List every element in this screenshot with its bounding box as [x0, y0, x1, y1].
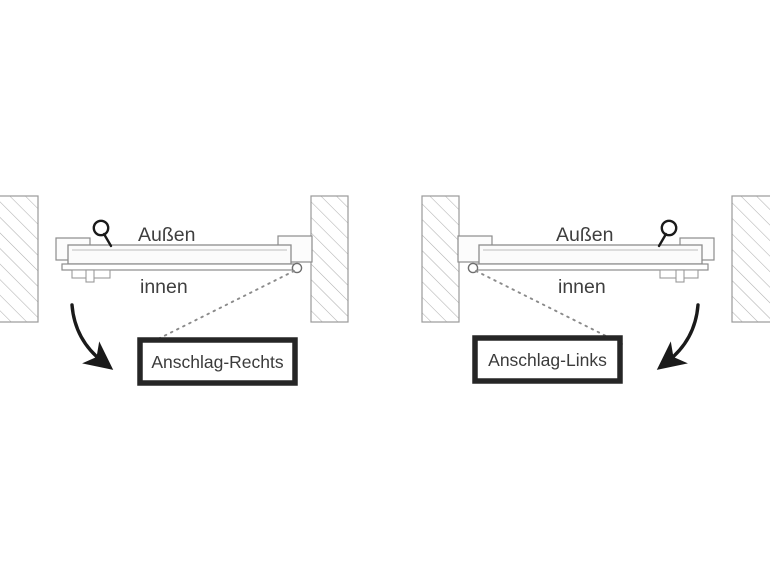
handle-loop-icon	[657, 219, 678, 248]
door-seal-strip	[470, 263, 709, 271]
wall-hatch-icon	[731, 195, 770, 323]
door-seal-strip	[61, 263, 300, 271]
anschlag-links-panel: Außen innen Anschlag-Links	[421, 195, 770, 384]
outside-label: Außen	[556, 224, 613, 246]
door-leaf	[67, 244, 292, 265]
hinge-pivot-icon	[467, 262, 479, 274]
callout-anschlag-rechts[interactable]: Anschlag-Rechts	[137, 337, 298, 386]
latch-detail	[71, 269, 111, 283]
callout-label: Anschlag-Rechts	[151, 352, 284, 372]
inside-label: innen	[558, 276, 606, 298]
callout-box[interactable]	[472, 335, 623, 384]
wall-right	[731, 195, 770, 323]
hinge-pivot-icon	[291, 262, 303, 274]
wall-hatch-icon	[421, 195, 460, 323]
wall-hatch-icon	[0, 195, 39, 323]
wall-left	[0, 195, 39, 323]
anschlag-rechts-panel: Außen innen Anschlag-Rechts	[0, 195, 349, 386]
outside-label: Außen	[138, 224, 195, 246]
callout-box[interactable]	[137, 337, 298, 386]
callout-anschlag-links[interactable]: Anschlag-Links	[472, 335, 623, 384]
inside-label: innen	[140, 276, 188, 298]
handle-loop-icon	[92, 219, 113, 248]
door-leaf	[478, 244, 703, 265]
latch-detail	[659, 269, 699, 283]
wall-left	[421, 195, 460, 323]
swing-arrow-icon	[656, 303, 700, 370]
wall-right	[310, 195, 349, 323]
callout-label: Anschlag-Links	[488, 350, 607, 370]
leader-line-icon	[147, 270, 295, 345]
wall-hatch-icon	[310, 195, 349, 323]
leader-line-icon	[475, 270, 623, 345]
swing-arrow-icon	[70, 303, 114, 370]
